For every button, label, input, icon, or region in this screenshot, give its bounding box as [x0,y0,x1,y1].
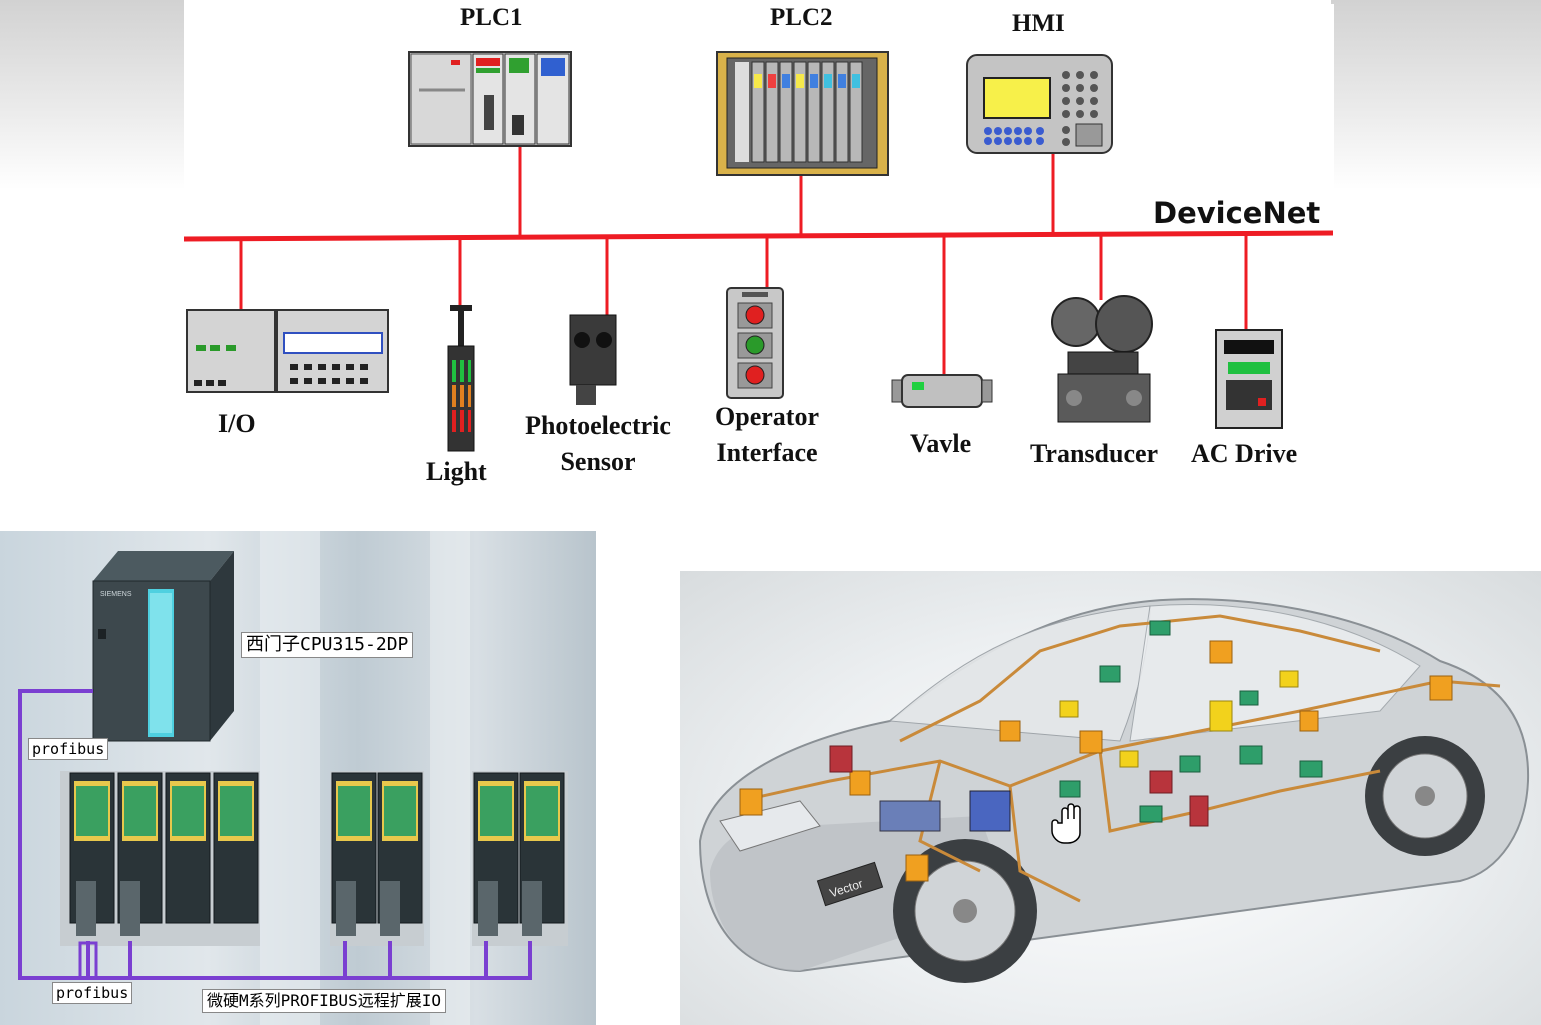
label-transducer: Transducer [1030,439,1159,468]
light-device [447,305,475,452]
cpu-model-label: 西门子CPU315-2DP [241,632,414,658]
background-gradient-left [0,0,184,190]
rear-wheel [1365,736,1485,856]
label-light: Light [426,457,487,486]
engine-block [879,790,1011,832]
label-operator-interface: Operator Interface [715,402,819,467]
ecu-modules-red [829,745,1209,827]
remote-io-label: 微硬M系列PROFIBUS远程扩展IO [202,989,446,1013]
devicenet-bus [183,230,1334,242]
profibus-cable [18,689,532,980]
background-gradient-right [1331,0,1541,190]
transducer-device [1051,295,1153,423]
label-valve: Vavle [910,429,972,458]
ecu-modules-green [1059,620,1323,823]
cpu-brand-text: SIEMENS [100,591,132,598]
profibus-drawing: SIEMENS [18,531,568,1025]
label-io: I/O [218,409,256,438]
label-photoelectric-sensor: Photoelectric Sensor [525,411,671,476]
ac-drive-device [1215,329,1283,429]
label-ac-drive: AC Drive [1191,439,1298,468]
devicenet-drawing [183,51,1334,452]
front-wheel [893,839,1037,983]
devicenet-label: DeviceNet [1153,196,1321,230]
io-device [186,309,389,393]
label-plc1: PLC1 [460,4,523,31]
plc1-device [408,51,572,147]
label-plc2: PLC2 [770,4,833,31]
remote-io-group-3 [472,771,568,946]
vehicle-network-illustration: Vector [680,571,1541,1025]
cpu-module: SIEMENS [92,551,234,742]
operator-interface-device [726,287,784,399]
profibus-photo: SIEMENS [0,531,596,1025]
hand-cursor-icon [1051,803,1081,844]
remote-io-group-1 [60,771,260,946]
plc2-device [716,51,889,176]
label-hmi: HMI [1012,10,1065,37]
remote-io-group-2 [330,771,424,946]
ecu-modules-yellow [1059,670,1299,768]
photoelectric-sensor-device [569,314,617,405]
car-drawing: Vector [698,598,1530,983]
valve-device [891,374,993,408]
profibus-label-bottom: profibus [52,982,133,1004]
profibus-label-top: profibus [28,738,109,760]
hmi-device [966,54,1113,154]
